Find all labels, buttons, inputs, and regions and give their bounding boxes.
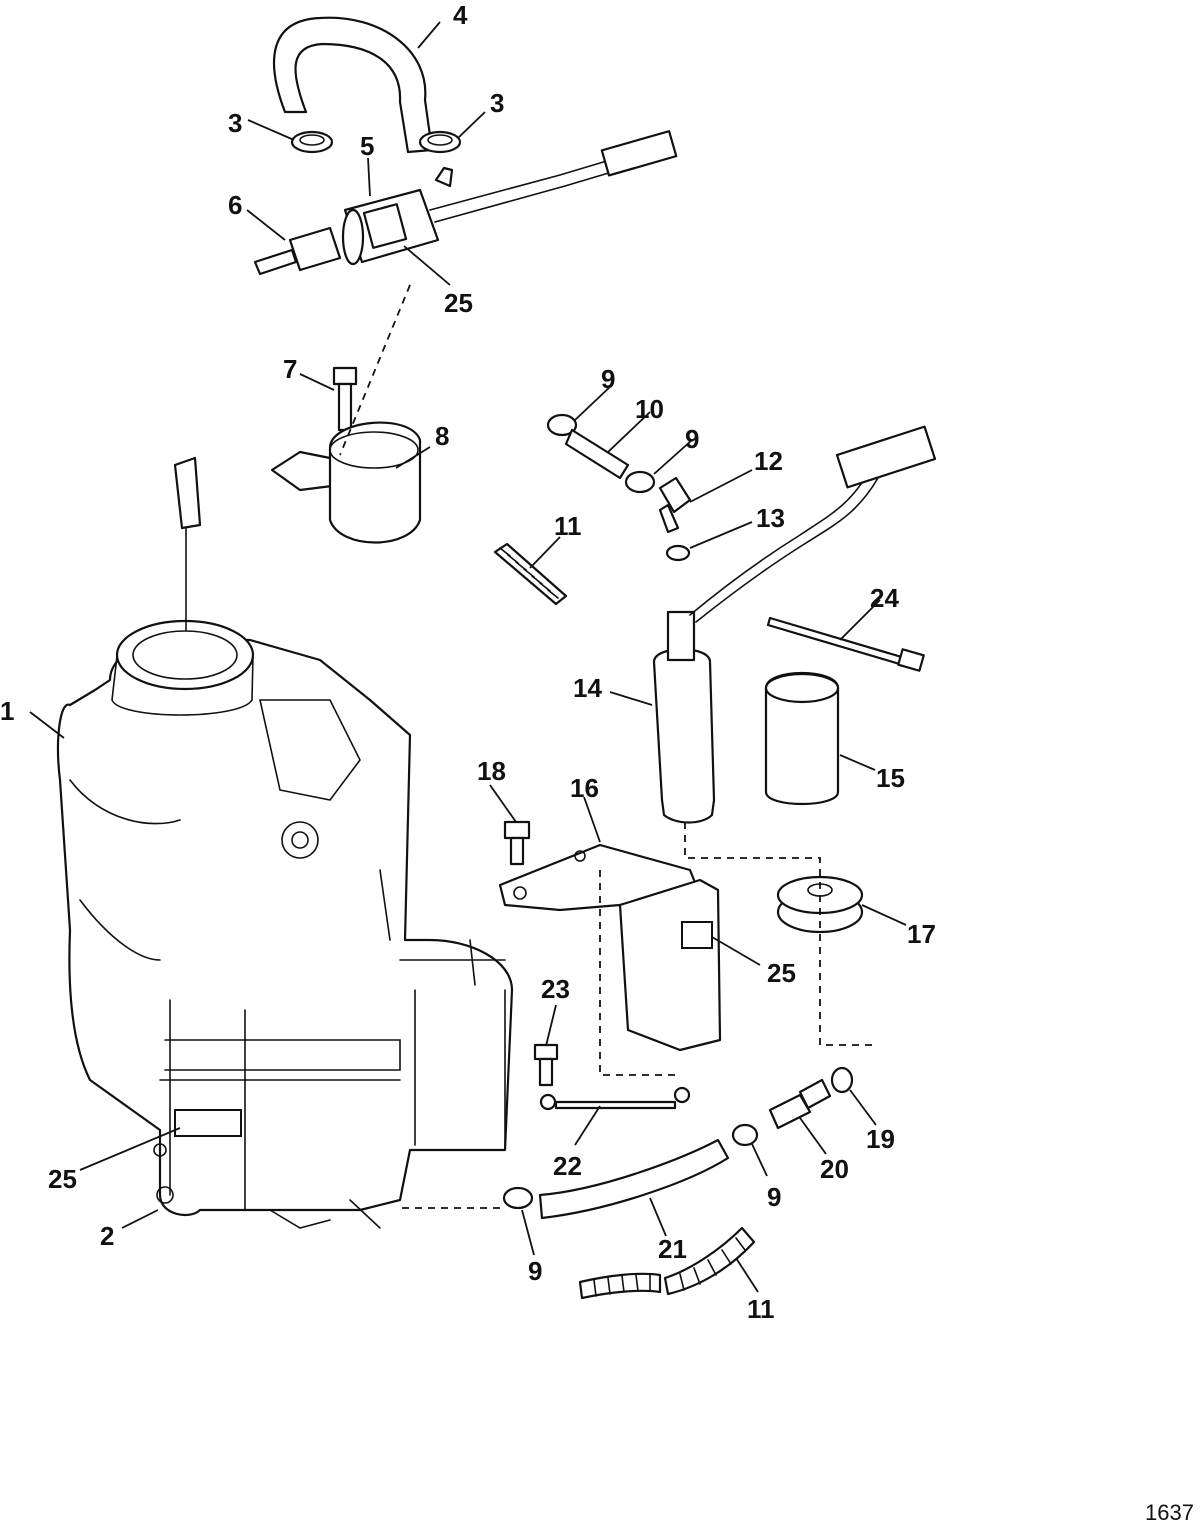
- callout-9-right: 9: [767, 1182, 781, 1212]
- callout-1: 1: [0, 696, 14, 726]
- callout-numbers: 1 2 3 3 4 5 6 7 8 9 9 9 9 10 11 11 12 13…: [0, 0, 936, 1324]
- part-hose-clamp-lower-left: [502, 1186, 534, 1210]
- part-pump-sleeve: [764, 672, 840, 806]
- callout-9-top: 9: [601, 364, 615, 394]
- callout-3-left: 3: [228, 108, 242, 138]
- part-fuel-filter-assembly: [253, 130, 678, 276]
- alignment-lines: [339, 284, 878, 1209]
- callout-15: 15: [876, 763, 905, 793]
- callout-18: 18: [477, 756, 506, 786]
- callout-19: 19: [866, 1124, 895, 1154]
- part-o-ring-19: [830, 1066, 854, 1094]
- part-spring-top: [493, 542, 568, 606]
- part-hose-clamp-right: [418, 130, 462, 154]
- part-hose-21: [538, 1138, 730, 1220]
- callout-4: 4: [453, 0, 468, 30]
- figure-number: 1637: [1145, 1500, 1194, 1525]
- part-fitting-20: [768, 1078, 832, 1130]
- callout-25-module: 25: [48, 1164, 77, 1194]
- part-ground-strap: [539, 1086, 691, 1111]
- part-cable-tie: [766, 616, 925, 672]
- callout-11-top: 11: [554, 511, 582, 541]
- callout-5: 5: [360, 131, 374, 161]
- callout-25-bracket: 25: [767, 958, 796, 988]
- part-bolt-top: [332, 366, 358, 432]
- part-mounting-bracket: [270, 421, 422, 544]
- callout-7: 7: [283, 354, 297, 384]
- part-spring-bottom: [578, 1226, 756, 1300]
- callout-16: 16: [570, 773, 599, 803]
- part-pump-bracket: [498, 843, 722, 1052]
- part-bolt-18: [503, 820, 531, 866]
- callout-22: 22: [553, 1151, 582, 1181]
- part-small-hose-group: [546, 413, 692, 562]
- part-hose: [273, 16, 434, 154]
- callout-8: 8: [435, 421, 449, 451]
- callout-2: 2: [100, 1221, 114, 1251]
- callout-11-bottom: 11: [747, 1294, 775, 1324]
- callout-13: 13: [756, 503, 785, 533]
- part-fuel-module-main: [56, 456, 514, 1229]
- part-hose-clamp-left: [290, 130, 334, 154]
- callout-9-mid: 9: [685, 424, 699, 454]
- callout-6: 6: [228, 190, 242, 220]
- callout-20: 20: [820, 1154, 849, 1184]
- callout-3-right: 3: [490, 88, 504, 118]
- callout-17: 17: [907, 919, 936, 949]
- part-bolt-23: [533, 1043, 559, 1087]
- callout-9-bottom: 9: [528, 1256, 542, 1286]
- callout-12: 12: [754, 446, 783, 476]
- callout-24: 24: [870, 583, 899, 613]
- callout-10: 10: [635, 394, 664, 424]
- leader-lines: [29, 21, 907, 1293]
- part-hose-clamp-lower-right: [731, 1123, 759, 1147]
- part-electric-fuel-pump: [652, 425, 937, 824]
- callout-25-filter: 25: [444, 288, 473, 318]
- callout-21: 21: [658, 1234, 687, 1264]
- callout-14: 14: [573, 673, 602, 703]
- callout-23: 23: [541, 974, 570, 1004]
